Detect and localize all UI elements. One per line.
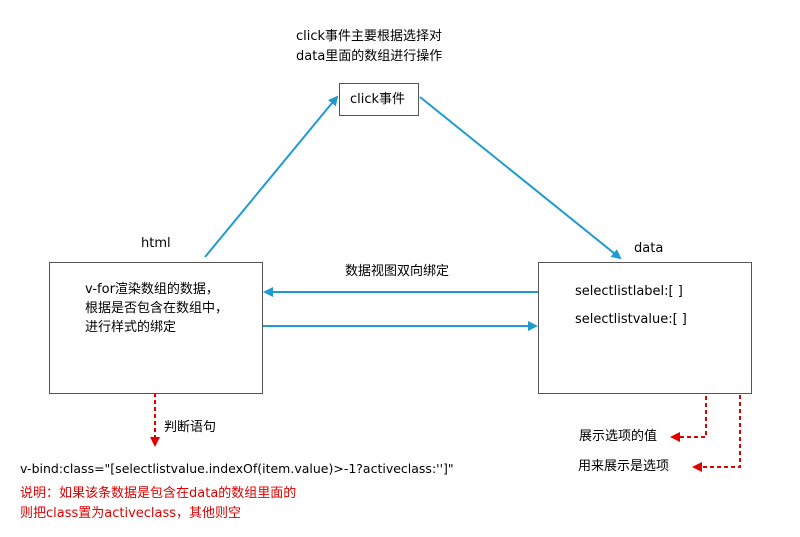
- arrow-html-to-click: [204, 95, 339, 258]
- html-title: html: [141, 236, 171, 251]
- html-box-line2: 根据是否包含在数组中，: [85, 301, 229, 316]
- top-note-line2: data里面的数组进行操作: [296, 49, 443, 64]
- bind-class-expression: v-bind:class="[selectlistvalue.indexOf(i…: [20, 461, 454, 476]
- show-value-note: 展示选项的值: [579, 429, 658, 444]
- data-box: selectlistlabel:[ ] selectlistvalue:[ ]: [538, 262, 752, 394]
- html-box-line3: 进行样式的绑定: [85, 320, 177, 335]
- html-box-line1: v-for渲染数组的数据，: [85, 282, 219, 297]
- selectlistlabel-field: selectlistlabel:[ ]: [575, 284, 683, 299]
- data-title: data: [634, 241, 664, 256]
- arrow-click-to-data: [419, 96, 622, 260]
- click-event-box: click事件: [339, 83, 419, 116]
- explanation-line1: 说明：如果该条数据是包含在data的数组里面的: [20, 486, 297, 501]
- top-note-line1: click事件主要根据选择对: [296, 29, 443, 44]
- two-way-binding-label: 数据视图双向绑定: [345, 264, 450, 279]
- explanation-line2: 则把class置为activeclass，其他则空: [20, 506, 242, 521]
- judge-statement-label: 判断语句: [164, 420, 217, 435]
- selectlistvalue-field: selectlistvalue:[ ]: [575, 312, 687, 327]
- click-event-label: click事件: [350, 92, 406, 107]
- html-box: v-for渲染数组的数据， 根据是否包含在数组中， 进行样式的绑定: [49, 262, 263, 394]
- show-option-note: 用来展示是选项: [578, 459, 670, 474]
